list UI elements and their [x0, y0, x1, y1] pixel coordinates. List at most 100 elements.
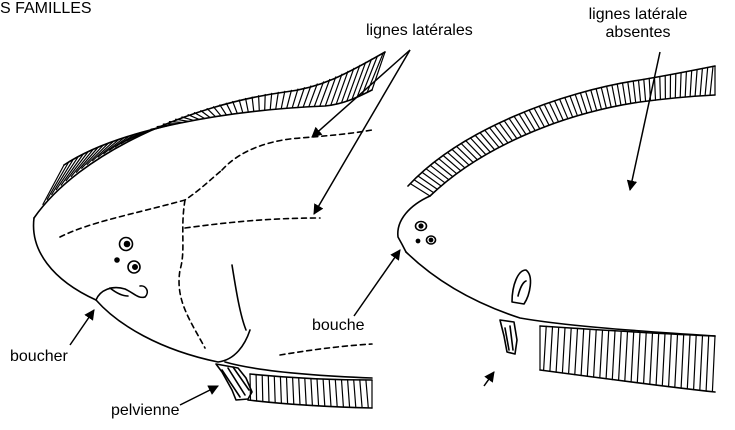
right-anal-ray — [650, 333, 653, 384]
left-flatfish — [34, 52, 385, 408]
right-pelvic-fin — [500, 320, 517, 354]
right-dorsal-ray — [580, 93, 587, 113]
right-dorsal-ray — [639, 80, 641, 102]
arrow-mouth-right — [354, 250, 400, 316]
left-dorsal-ray — [252, 97, 254, 111]
right-dorsal-ray — [410, 184, 430, 196]
left-dorsal-ray — [281, 91, 285, 109]
right-dorsal-ray — [705, 68, 708, 96]
right-anal-ray — [669, 334, 672, 387]
right-dorsal-ray — [430, 165, 449, 179]
right-dorsal-ray — [655, 78, 656, 101]
left-dorsal-ray — [226, 103, 232, 114]
left-dorsal-ray — [233, 102, 238, 114]
arrow-lateral-lines-1 — [312, 50, 410, 137]
left-anal-ray — [360, 380, 362, 408]
right-dorsal-ray — [680, 73, 681, 98]
right-anal-ray — [600, 330, 603, 378]
left-dorsal-ray — [259, 96, 260, 111]
left-anal-ray — [299, 378, 300, 405]
right-anal-ray — [675, 334, 678, 387]
left-pelvic-fin — [216, 364, 252, 400]
right-anal-ray — [581, 329, 584, 376]
left-body-outline — [64, 90, 372, 165]
right-dorsal-ray — [690, 71, 692, 97]
right-dorsal-ray — [471, 138, 486, 155]
right-dorsal-ray — [443, 156, 461, 171]
left-dorsal-ray — [239, 100, 243, 113]
right-dorsal-ray — [710, 66, 713, 95]
left-dorsal-ray — [298, 88, 305, 108]
right-dorsal-ray — [494, 125, 508, 143]
left-lower-head — [96, 300, 250, 362]
right-dorsal-ray — [633, 81, 636, 103]
right-dorsal-ray — [457, 146, 474, 162]
right-dorsal-ray — [509, 118, 521, 136]
right-anal-ray — [681, 335, 684, 388]
left-dorsal-ray — [220, 105, 227, 115]
left-anal-ray — [323, 379, 325, 406]
right-dorsal-ray — [514, 116, 526, 134]
left-belly-edge — [225, 362, 372, 378]
left-dorsal-ray — [276, 92, 279, 109]
left-anal-ray — [293, 378, 294, 405]
right-anal-ray — [637, 332, 640, 382]
right-dorsal-ray — [700, 69, 702, 96]
right-anal-ray — [694, 335, 697, 389]
arrow-pelvic-right — [484, 372, 494, 386]
right-dorsal-ray — [534, 108, 544, 127]
right-body-outline — [430, 95, 715, 196]
right-dorsal-ray — [685, 72, 686, 97]
right-dorsal-ray — [499, 123, 512, 141]
left-head-outline — [34, 218, 96, 300]
left-anal-ray — [262, 375, 263, 402]
left-lateral-lines — [60, 130, 372, 355]
right-dorsal-ray — [601, 88, 606, 109]
right-anal-ray — [544, 326, 547, 370]
right-dorsal-ray — [490, 128, 504, 145]
right-anal-ray — [700, 336, 703, 391]
left-anal-ray — [274, 376, 275, 403]
right-dorsal-ray — [586, 92, 592, 112]
right-dorsal-ray — [617, 84, 621, 105]
right-anal-ray — [644, 333, 647, 384]
left-anal-ray — [250, 374, 251, 400]
arrow-mouth-left — [70, 310, 94, 345]
right-dorsal-ray — [591, 90, 597, 111]
right-dorsal-ray — [448, 152, 465, 168]
right-anal-ray — [550, 327, 553, 372]
right-anal-ray — [625, 332, 628, 382]
left-dorsal-ray — [214, 107, 221, 116]
right-anal-ray — [712, 336, 715, 392]
right-anal-ray — [587, 329, 590, 376]
left-dorsal-ray — [287, 90, 292, 108]
right-anal-ray — [569, 328, 572, 374]
left-dorsal-ray — [182, 117, 194, 120]
left-anal-ray — [287, 377, 288, 404]
arrow-lateral-lines-absent — [630, 52, 660, 190]
right-dorsal-ray — [466, 141, 482, 158]
right-anal-fin-edge — [540, 370, 715, 392]
right-anal-ray — [575, 329, 578, 375]
right-dorsal-ray — [628, 82, 631, 104]
left-dorsal-ray — [163, 124, 177, 125]
left-dorsal-ray — [246, 99, 249, 113]
right-anal-ray — [619, 331, 622, 380]
right-dorsal-ray — [435, 162, 453, 177]
right-dorsal-ray — [422, 172, 441, 186]
arrow-pelvic-left — [180, 386, 218, 405]
right-anal-ray — [656, 333, 659, 385]
left-dorsal-ray — [265, 95, 266, 111]
right-dorsal-ray — [524, 112, 535, 131]
right-dorsal-ray — [695, 70, 697, 97]
right-anal-ray — [612, 331, 615, 380]
right-dorsal-ray — [480, 133, 495, 150]
right-anal-ray — [606, 331, 609, 379]
left-dorsal-ray — [292, 89, 298, 108]
right-dorsal-ray — [644, 79, 646, 101]
right-dorsal-ray — [519, 114, 531, 133]
right-dorsal-ray — [418, 176, 437, 189]
left-anal-ray — [335, 380, 337, 407]
